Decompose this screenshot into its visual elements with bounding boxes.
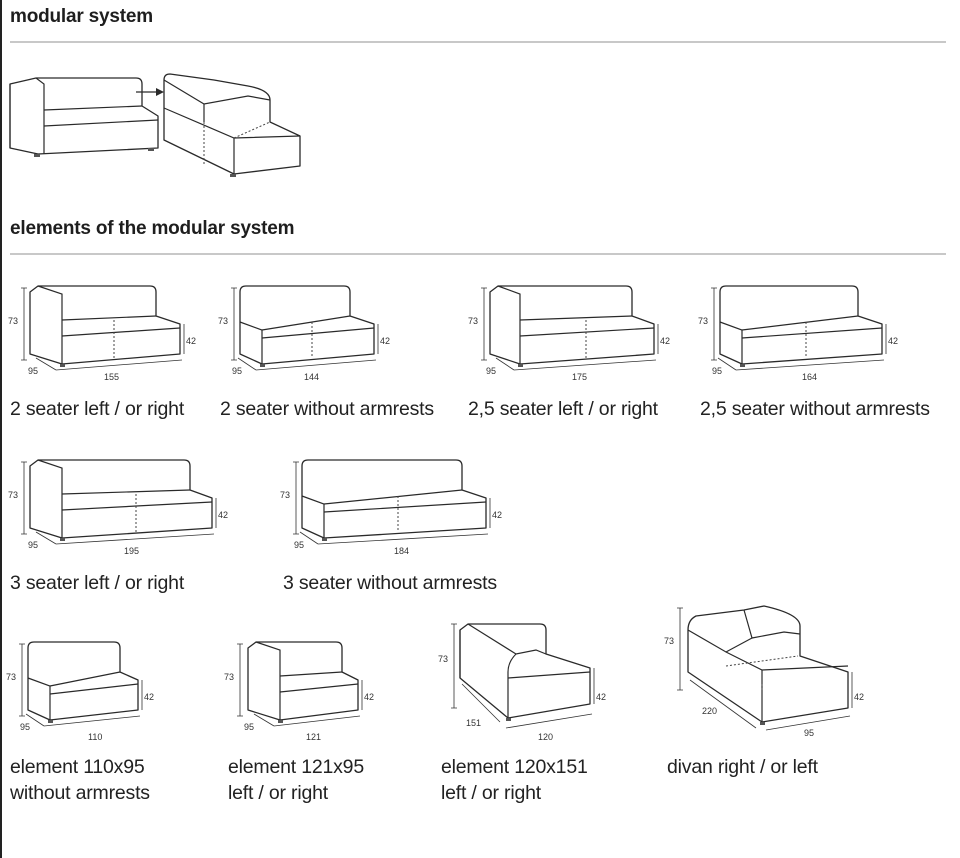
width-label: 121 [306,732,321,742]
height-label: 73 [468,316,478,326]
item-2-5-seater-no-arm-drawing: 73 42 95 164 [696,280,916,390]
seat-height-label: 42 [660,336,670,346]
item-caption: element 121x95 left / or right [228,754,364,806]
height-label: 73 [664,636,674,646]
modular-system-illustration [8,70,308,180]
width-label: 175 [572,372,587,382]
caption-line: left / or right [228,782,328,804]
depth-label: 95 [712,366,722,376]
item-divan-drawing: 73 42 220 95 [662,600,882,750]
caption-line: 3 seater without armrests [283,572,497,594]
caption-line: 3 seater left / or right [10,572,185,594]
item-caption: 3 seater without armrests [283,570,497,596]
depth-label: 95 [232,366,242,376]
height-label: 73 [698,316,708,326]
item-caption: 3 seater left / or right [10,570,184,596]
item-element-120x151-drawing: 73 42 151 120 [436,618,626,748]
item-3-seater-no-arm-drawing: 73 42 95 184 [278,454,518,564]
depth-label: 95 [20,722,30,732]
width-label: 155 [104,372,119,382]
depth-label: 95 [244,722,254,732]
height-label: 73 [8,316,18,326]
caption-line: left / or right [441,782,541,804]
item-caption: 2,5 seater without armrests [700,396,930,422]
seat-height-label: 42 [596,692,606,702]
seat-height-label: 42 [380,336,390,346]
caption-line: 2 seater left / or right [10,398,185,420]
item-2-seater-arm-drawing: 73 42 95 155 [4,280,204,390]
caption-line: element 121x95 [228,756,364,778]
seat-height-label: 42 [854,692,864,702]
depth-label: 95 [28,540,38,550]
height-label: 73 [218,316,228,326]
depth-label: 95 [486,366,496,376]
item-element-110x95-drawing: 73 42 95 110 [4,636,174,746]
width-label: 184 [394,546,409,556]
elements-divider [10,253,946,255]
seat-height-label: 42 [364,692,374,702]
item-caption: 2 seater left / or right [10,396,184,422]
width-label: 120 [538,732,553,742]
depth-label: 95 [294,540,304,550]
caption-line: element 110x95 [10,756,145,778]
caption-line: 2,5 seater left / or right [468,398,658,420]
item-caption: element 110x95 without armrests [10,754,150,806]
caption-line: without armrests [10,782,150,804]
depth-label: 95 [28,366,38,376]
height-label: 73 [438,654,448,664]
depth-label: 220 [702,706,717,716]
width-label: 195 [124,546,139,556]
seat-height-label: 42 [144,692,154,702]
item-caption: divan right / or left [667,754,818,780]
elements-heading: elements of the modular system [10,218,295,239]
depth-label: 151 [466,718,481,728]
height-label: 73 [280,490,290,500]
seat-height-label: 42 [218,510,228,520]
width-label: 144 [304,372,319,382]
item-caption: 2 seater without armrests [220,396,434,422]
item-2-5-seater-arm-drawing: 73 42 95 175 [464,280,684,390]
modular-system-heading: modular system [10,6,153,27]
item-caption: element 120x151 left / or right [441,754,588,806]
item-2-seater-no-arm-drawing: 73 42 95 144 [216,280,416,390]
seat-height-label: 42 [888,336,898,346]
item-3-seater-arm-drawing: 73 42 95 195 [4,454,244,564]
seat-height-label: 42 [186,336,196,346]
height-label: 73 [6,672,16,682]
width-label: 164 [802,372,817,382]
page-left-border [0,0,2,858]
caption-line: divan right / or left [667,756,818,778]
item-caption: 2,5 seater left / or right [468,396,658,422]
caption-line: element 120x151 [441,756,588,778]
item-element-121x95-drawing: 73 42 95 121 [222,636,392,746]
modular-system-divider [10,41,946,43]
seat-height-label: 42 [492,510,502,520]
caption-line: 2 seater without armrests [220,398,434,420]
width-label: 110 [88,732,102,742]
caption-line: 2,5 seater without armrests [700,398,930,420]
height-label: 73 [8,490,18,500]
height-label: 73 [224,672,234,682]
width-label: 95 [804,728,814,738]
